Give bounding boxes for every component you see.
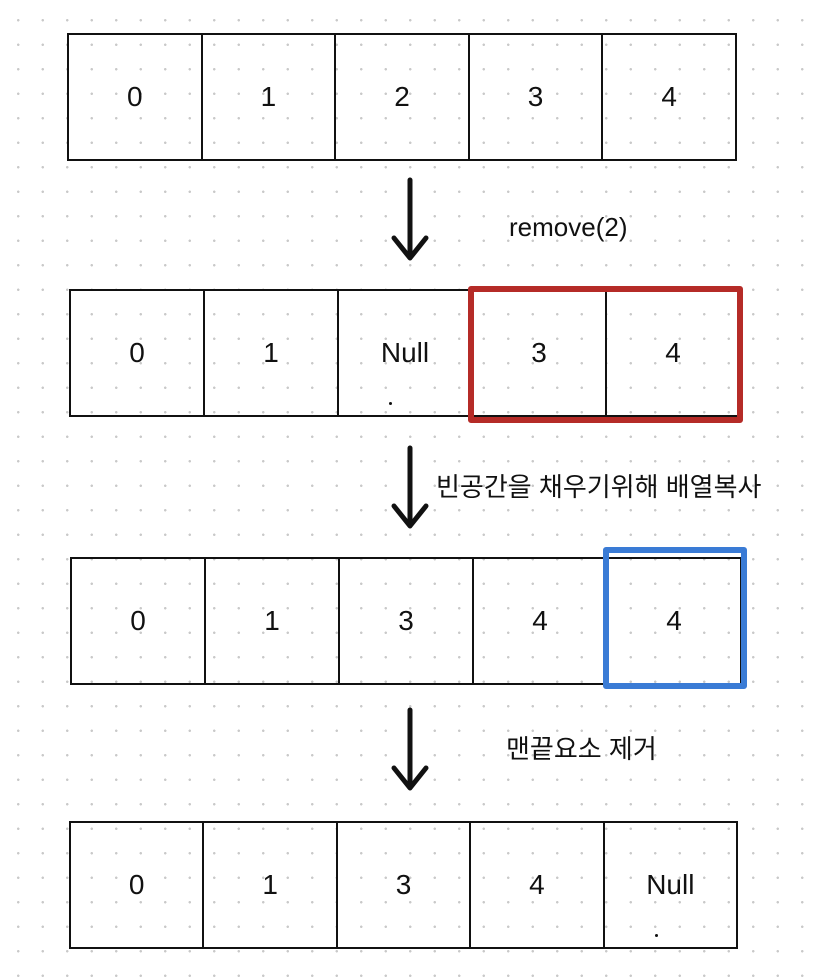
cell-value: 4 — [529, 869, 545, 900]
array-cell: 1 — [200, 35, 335, 159]
array-cell: 0 — [71, 823, 202, 947]
cell-value: 4 — [661, 81, 677, 112]
cell-value: 4 — [666, 605, 682, 636]
cell-value: 4 — [532, 605, 548, 636]
step-label-remove-last: 맨끝요소 제거 — [506, 734, 657, 764]
cell-value: 1 — [260, 81, 277, 112]
array-cell-null: Null — [337, 291, 471, 415]
array-row-after-copy: 0 1 3 4 4 — [70, 557, 742, 685]
array-cell: 3 — [335, 823, 469, 947]
step-label-array-copy: 빈공간을 채우기위해 배열복사 — [436, 472, 762, 502]
array-cell: 0 — [69, 35, 201, 159]
array-cell: 0 — [71, 291, 203, 415]
arrow-down-icon — [391, 177, 429, 261]
array-cell: 1 — [203, 291, 337, 415]
period-mark — [654, 934, 658, 937]
cell-value: Null — [646, 869, 695, 900]
arrow-down-icon — [391, 707, 429, 791]
cell-value: 3 — [395, 869, 412, 900]
cell-value: 0 — [127, 81, 143, 112]
array-cell: 2 — [334, 35, 468, 159]
cell-value: 3 — [398, 605, 414, 636]
array-cell: 4 — [472, 559, 606, 683]
array-cell: 4 — [601, 35, 735, 159]
cell-value: 1 — [263, 337, 279, 368]
array-cell: 4 — [469, 823, 602, 947]
array-cell: 4 — [605, 291, 739, 415]
array-cell: 1 — [202, 823, 335, 947]
cell-value: 1 — [262, 869, 278, 900]
cell-value: 3 — [531, 337, 547, 368]
array-row-after-remove: 0 1 Null 3 4 — [69, 289, 741, 417]
cell-value: 0 — [129, 337, 145, 368]
arrow-down-icon — [391, 445, 429, 529]
cell-value: 0 — [128, 869, 145, 900]
array-cell: 0 — [72, 559, 204, 683]
step-label-remove: remove(2) — [509, 212, 628, 242]
cell-value: 4 — [665, 337, 681, 368]
period-mark — [389, 402, 393, 405]
cell-value: 3 — [527, 81, 544, 112]
array-cell-null: Null — [602, 823, 736, 947]
cell-value: 0 — [130, 605, 146, 636]
cell-value: 1 — [264, 605, 280, 636]
cell-value: 2 — [394, 81, 410, 112]
array-row-final: 0 1 3 4 Null — [69, 821, 738, 949]
array-cell: 4 — [606, 559, 740, 683]
array-cell: 3 — [471, 291, 605, 415]
array-cell: 1 — [204, 559, 338, 683]
array-cell: 3 — [467, 35, 602, 159]
cell-value: Null — [380, 337, 430, 368]
array-cell: 3 — [338, 559, 472, 683]
array-row-initial: 0 1 2 3 4 — [67, 33, 737, 161]
